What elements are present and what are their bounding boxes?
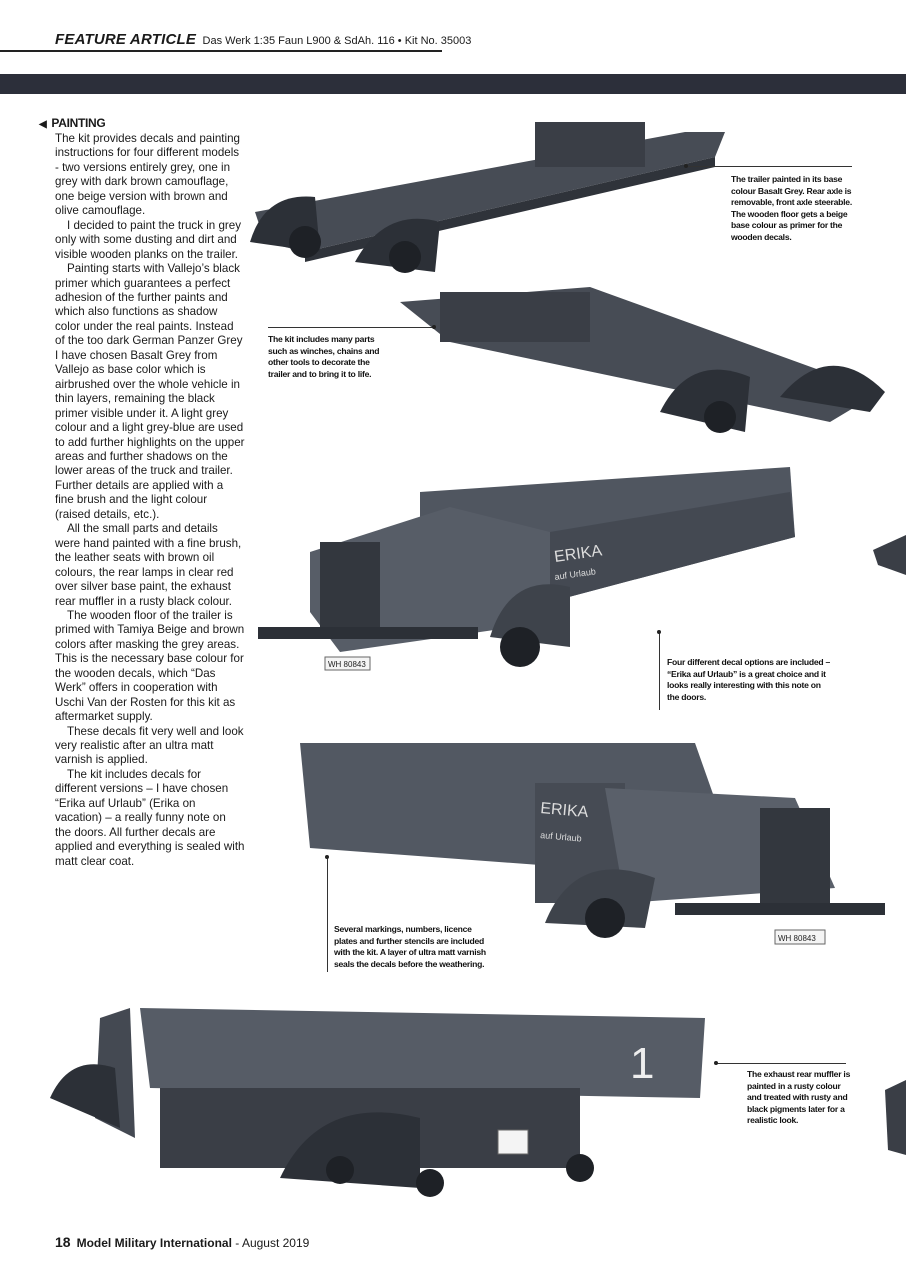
paragraph: These decals fit very well and look very… bbox=[55, 724, 244, 767]
paragraph: The wooden floor of the trailer is prime… bbox=[55, 608, 245, 724]
paragraph: I decided to paint the truck in grey onl… bbox=[55, 218, 242, 261]
issue-date: - August 2019 bbox=[231, 1236, 310, 1250]
paragraph: The kit provides decals and painting ins… bbox=[55, 132, 240, 218]
header-rule bbox=[0, 50, 442, 52]
left-triangle-icon: ◀ bbox=[39, 119, 47, 130]
photo-truck-rear: 1 bbox=[50, 1008, 705, 1197]
leader-dot bbox=[657, 630, 661, 634]
photo-partial-truck-2 bbox=[885, 1080, 906, 1155]
svg-text:ERIKA: ERIKA bbox=[540, 800, 590, 821]
leader-line bbox=[686, 166, 852, 167]
photo-truck-erika-front: WH 80843 ERIKA auf Urlaub bbox=[258, 467, 795, 671]
photo-truck-erika-side: WH 80843 ERIKA auf Urlaub bbox=[300, 743, 885, 945]
article-body: ◀PAINTING The kit provides decals and pa… bbox=[39, 116, 245, 869]
tailgate-number: 1 bbox=[630, 1039, 654, 1088]
photo-partial-truck-1 bbox=[873, 535, 906, 575]
leader-line bbox=[327, 857, 328, 972]
caption-parts: The kit includes many parts such as winc… bbox=[268, 334, 380, 379]
caption-trailer-base: The trailer painted in its base colour B… bbox=[731, 174, 852, 242]
leader-line bbox=[716, 1063, 846, 1064]
caption-markings: Several markings, numbers, licence plate… bbox=[334, 924, 486, 969]
article-subtitle: Das Werk 1:35 Faun L900 & SdAh. 116 • Ki… bbox=[202, 35, 472, 47]
section-heading: ◀PAINTING bbox=[39, 116, 106, 130]
leader-line bbox=[659, 632, 660, 710]
leader-line bbox=[268, 327, 434, 328]
svg-text:ERIKA: ERIKA bbox=[553, 542, 603, 566]
color-band bbox=[0, 74, 906, 94]
caption-muffler: The exhaust rear muffler is painted in a… bbox=[747, 1069, 851, 1126]
page-footer: 18 Model Military International - August … bbox=[55, 1234, 309, 1250]
photo-trailer-side-1 bbox=[250, 122, 725, 273]
svg-text:auf Urlaub: auf Urlaub bbox=[540, 830, 582, 844]
svg-text:WH 80843: WH 80843 bbox=[328, 660, 366, 669]
section-label: FEATURE ARTICLE bbox=[55, 31, 197, 48]
paragraph: The kit includes decals for different ve… bbox=[55, 767, 245, 868]
magazine-name: Model Military International bbox=[76, 1236, 232, 1250]
leader-dot bbox=[325, 855, 329, 859]
svg-text:WH 80843: WH 80843 bbox=[778, 934, 816, 943]
leader-dot bbox=[432, 325, 436, 329]
page-number: 18 bbox=[55, 1234, 71, 1250]
paragraph: All the small parts and details were han… bbox=[55, 522, 242, 608]
photo-trailer-side-2 bbox=[400, 287, 885, 433]
running-header: FEATURE ARTICLE Das Werk 1:35 Faun L900 … bbox=[55, 31, 471, 49]
leader-dot bbox=[684, 164, 688, 168]
paragraph: Painting starts with Vallejo’s black pri… bbox=[55, 262, 245, 521]
leader-dot bbox=[714, 1061, 718, 1065]
caption-decal-options: Four different decal options are include… bbox=[667, 657, 831, 702]
